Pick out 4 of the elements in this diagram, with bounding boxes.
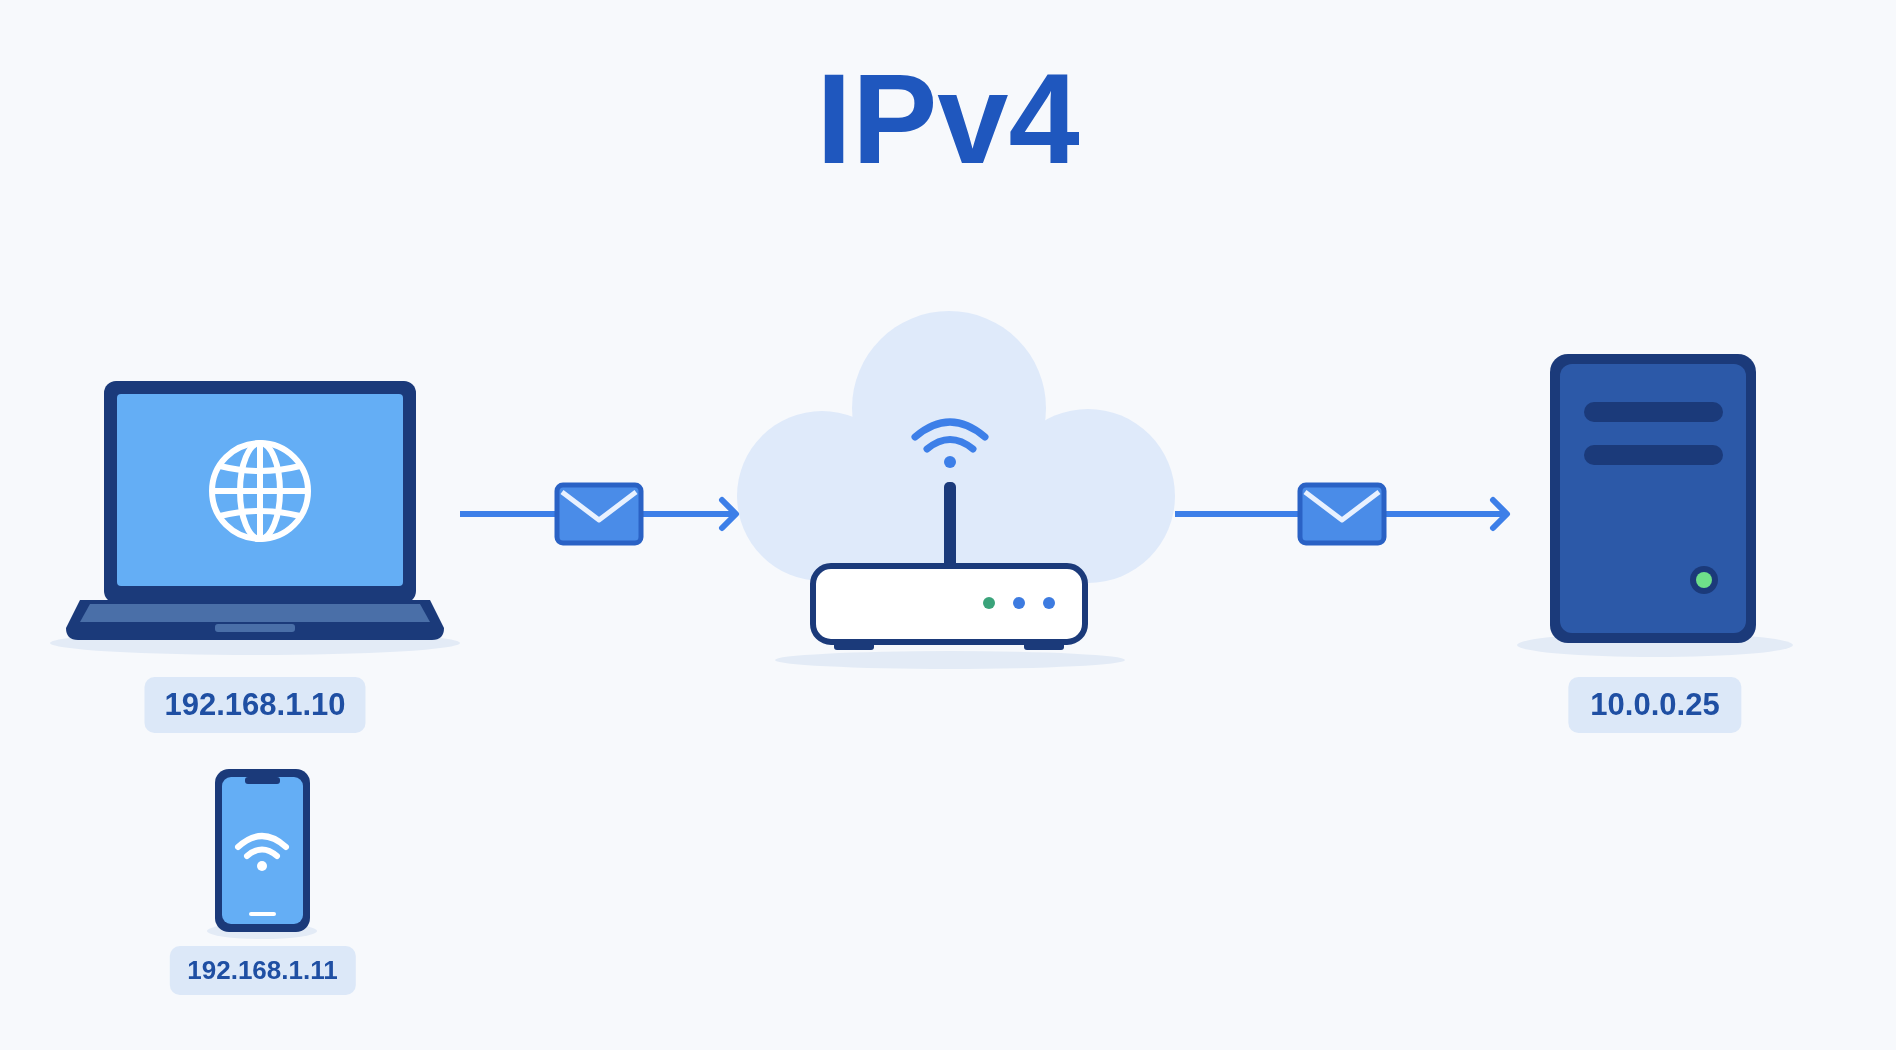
ip-address-label: 10.0.0.25 — [1568, 677, 1742, 733]
ip-address-label: 192.168.1.11 — [169, 946, 356, 995]
ip-address-label: 192.168.1.10 — [144, 677, 366, 733]
title: IPv4 — [816, 46, 1080, 192]
